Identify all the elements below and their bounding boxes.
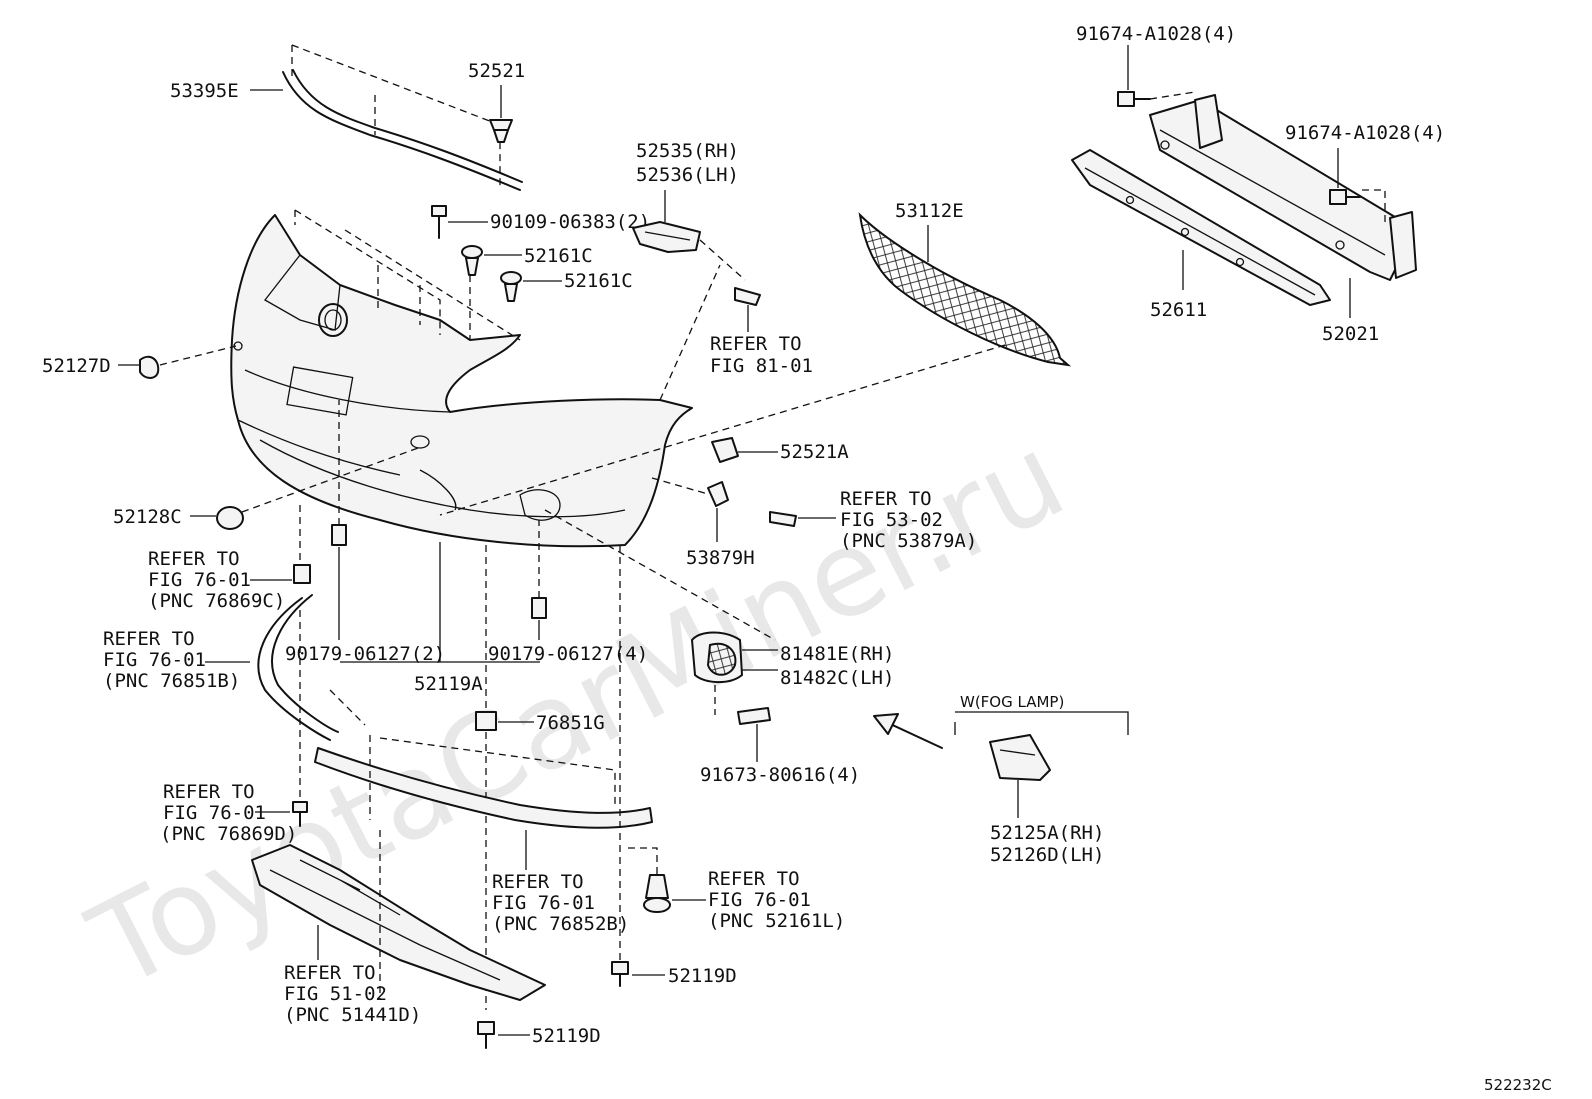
refer-52161l-line1: REFER TO xyxy=(708,868,800,890)
refer-76869d-line2: FIG 76-01 xyxy=(163,802,266,824)
label-90109-06383: 90109-06383(2) xyxy=(490,211,650,233)
bolt-91674-a1028-upper[interactable] xyxy=(1117,91,1151,107)
label-52021: 52021 xyxy=(1322,323,1379,345)
clip-52161c-lower[interactable] xyxy=(500,271,522,302)
fog-lamp-bracket-52125a-52126d[interactable] xyxy=(989,734,1051,781)
cap-52127d[interactable] xyxy=(139,355,160,379)
label-53879h: 53879H xyxy=(686,547,755,569)
screw-fig81-01[interactable] xyxy=(734,287,761,306)
label-91673-80616: 91673-80616(4) xyxy=(700,764,860,786)
label-91674-a1028-upper: 91674-A1028(4) xyxy=(1076,23,1236,45)
label-76851g: 76851G xyxy=(536,712,605,734)
refer-76869c-line3: (PNC 76869C) xyxy=(148,590,285,612)
cap-52128c[interactable] xyxy=(216,506,244,530)
label-52119d-bottom: 52119D xyxy=(532,1025,601,1047)
label-52611: 52611 xyxy=(1150,299,1207,321)
refer-51441d-line1: REFER TO xyxy=(284,962,376,984)
refer-76869c-line2: FIG 76-01 xyxy=(148,569,251,591)
absorber-52611[interactable] xyxy=(1071,149,1331,306)
refer-76852b-line2: FIG 76-01 xyxy=(492,892,595,914)
part-53395e-seal-strip[interactable] xyxy=(282,69,523,191)
refer-76851b-line2: FIG 76-01 xyxy=(103,649,206,671)
refer-fig81-line2: FIG 81-01 xyxy=(710,355,813,377)
label-52161c-lower: 52161C xyxy=(564,270,633,292)
refer-fig53-line3: (PNC 53879A) xyxy=(840,530,977,552)
nut-90179-06127-right[interactable] xyxy=(531,597,547,619)
refer-fig53-line2: FIG 53-02 xyxy=(840,509,943,531)
fog-lamp-group-title: W(FOG LAMP) xyxy=(960,693,1064,711)
clip-52161l[interactable] xyxy=(643,874,671,913)
label-90179-06127-left: 90179-06127(2) xyxy=(285,643,445,665)
screw-fig53-02[interactable] xyxy=(769,511,797,527)
refer-76852b-line1: REFER TO xyxy=(492,871,584,893)
label-52119d-right: 52119D xyxy=(668,965,737,987)
molding-76852b[interactable] xyxy=(314,747,653,829)
lower-lip-76851b[interactable] xyxy=(257,564,339,741)
clip-52161c-upper[interactable] xyxy=(461,245,483,276)
refer-76851b-line1: REFER TO xyxy=(103,628,195,650)
bolt-52119d-right[interactable] xyxy=(611,961,629,987)
screw-90109-06383[interactable] xyxy=(431,205,447,239)
refer-76852b-line3: (PNC 76852B) xyxy=(492,913,629,935)
bolt-91674-a1028-lower[interactable] xyxy=(1329,189,1361,205)
grille-53112e[interactable] xyxy=(858,212,1072,367)
label-91674-a1028-lower: 91674-A1028(4) xyxy=(1285,122,1445,144)
label-53395e: 53395E xyxy=(170,80,239,102)
bracket-52535-52536[interactable] xyxy=(632,221,701,253)
refer-76869c-line1: REFER TO xyxy=(148,548,240,570)
label-53112e: 53112E xyxy=(895,200,964,222)
bracket-53879h[interactable] xyxy=(707,481,729,507)
refer-fig81-line1: REFER TO xyxy=(710,333,802,355)
reinforcement-52021[interactable] xyxy=(1149,94,1417,281)
clip-52521a[interactable] xyxy=(711,437,739,463)
refer-76869d-line3: (PNC 76869D) xyxy=(160,823,297,845)
bolt-52119d-bottom[interactable] xyxy=(477,1021,495,1049)
under-cover-51441d[interactable] xyxy=(251,844,546,1001)
illustration-code: 522232C xyxy=(1484,1076,1552,1094)
refer-76851b-line3: (PNC 76851B) xyxy=(103,670,240,692)
label-52128c: 52128C xyxy=(113,506,182,528)
bumper-cover-52119a[interactable] xyxy=(230,214,693,548)
clip-76851g[interactable] xyxy=(475,711,497,731)
label-52119a: 52119A xyxy=(414,673,483,695)
bolt-76869d[interactable] xyxy=(292,801,308,827)
label-52521a: 52521A xyxy=(780,441,849,463)
fog-cover-81481e-81482c[interactable] xyxy=(691,631,743,684)
label-52125a-rh: 52125A(RH) xyxy=(990,822,1104,844)
label-52161c-upper: 52161C xyxy=(524,245,593,267)
label-52521: 52521 xyxy=(468,60,525,82)
refer-52161l-line2: FIG 76-01 xyxy=(708,889,811,911)
nut-90179-06127-left[interactable] xyxy=(331,524,347,546)
refer-52161l-line3: (PNC 52161L) xyxy=(708,910,845,932)
label-81482c-lh: 81482C(LH) xyxy=(780,667,894,689)
label-52535-rh: 52535(RH) xyxy=(636,140,739,162)
clip-52521[interactable] xyxy=(489,119,513,143)
refer-51441d-line2: FIG 51-02 xyxy=(284,983,387,1005)
screw-91673-80616[interactable] xyxy=(737,707,771,725)
label-52536-lh: 52536(LH) xyxy=(636,164,739,186)
label-90179-06127-right: 90179-06127(4) xyxy=(488,643,648,665)
label-52126d-lh: 52126D(LH) xyxy=(990,844,1104,866)
label-81481e-rh: 81481E(RH) xyxy=(780,643,894,665)
label-52127d: 52127D xyxy=(42,355,111,377)
refer-76869d-line1: REFER TO xyxy=(163,781,255,803)
refer-51441d-line3: (PNC 51441D) xyxy=(284,1004,421,1026)
refer-fig53-line1: REFER TO xyxy=(840,488,932,510)
